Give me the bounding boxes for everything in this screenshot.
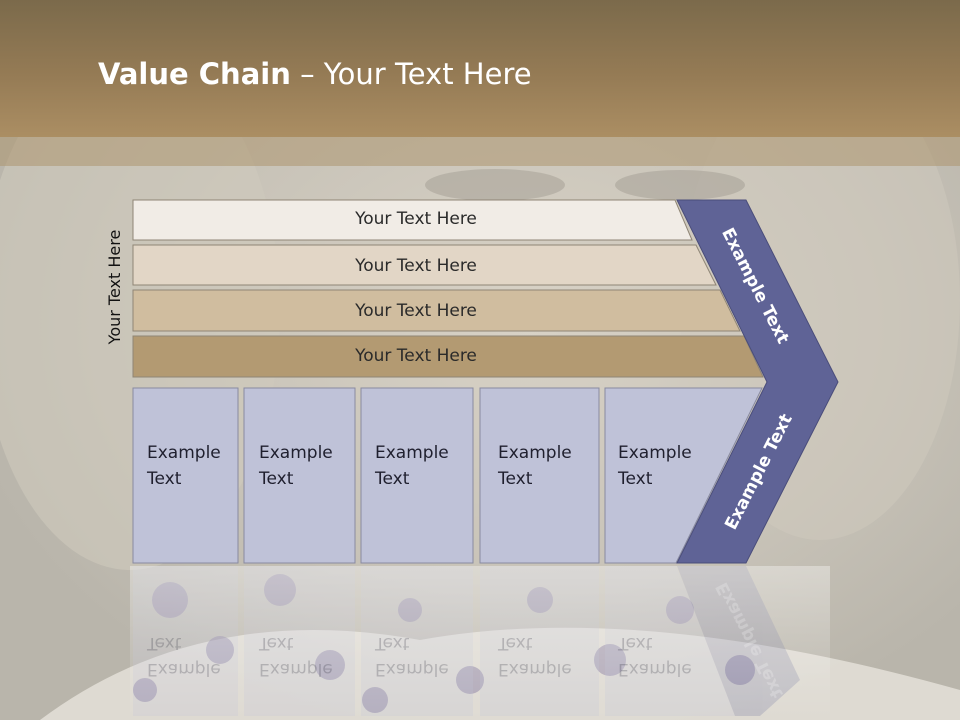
activity-box-1 [132, 387, 239, 564]
header-sub-band [0, 137, 960, 166]
row-4-label: Your Text Here [355, 346, 477, 366]
box-4-line-1: Example [498, 443, 572, 463]
reflection-line: Example [498, 659, 572, 679]
reflection-text-1: Example Text [147, 630, 221, 682]
row-3-label: Your Text Here [355, 301, 477, 321]
row-2-bar [132, 244, 717, 286]
activity-box-5 [604, 387, 763, 564]
activity-box-3 [360, 387, 474, 564]
box-2-line-2: Text [259, 469, 294, 489]
box-2-line-1: Example [259, 443, 333, 463]
row-1-label: Your Text Here [355, 209, 477, 229]
reflection-text-3: Example Text [375, 630, 449, 682]
value-chevron [676, 199, 839, 564]
row-2-label: Your Text Here [355, 256, 477, 276]
reflection-text-4: Example Text [498, 630, 572, 682]
box-3-line-2: Text [375, 469, 410, 489]
reflection-text-5: Example Text [618, 630, 692, 682]
slide-title: Value Chain – Your Text Here [98, 52, 532, 96]
title-rest: – Your Text Here [290, 57, 532, 91]
row-1-bar [132, 199, 693, 241]
reflection-line: Example [375, 659, 449, 679]
reflection-line: Text [147, 633, 182, 653]
box-4-line-2: Text [498, 469, 533, 489]
reflection-line: Text [618, 633, 653, 653]
box-1-line-2: Text [147, 469, 182, 489]
row-4-bar [132, 335, 764, 378]
row-3-bar [132, 289, 741, 332]
header-band [0, 0, 960, 137]
reflection-line: Example [147, 659, 221, 679]
reflection-line: Example [618, 659, 692, 679]
reflection-text-2: Example Text [259, 630, 333, 682]
title-bold: Value Chain [98, 57, 291, 91]
box-1-line-1: Example [147, 443, 221, 463]
box-3-line-1: Example [375, 443, 449, 463]
activity-box-2 [243, 387, 356, 564]
reflection-line: Example [259, 659, 333, 679]
box-5-line-1: Example [618, 443, 692, 463]
reflection-line: Text [375, 633, 410, 653]
activity-box-4 [479, 387, 600, 564]
reflection-line: Text [259, 633, 294, 653]
reflection-line: Text [498, 633, 533, 653]
box-5-line-2: Text [618, 469, 653, 489]
